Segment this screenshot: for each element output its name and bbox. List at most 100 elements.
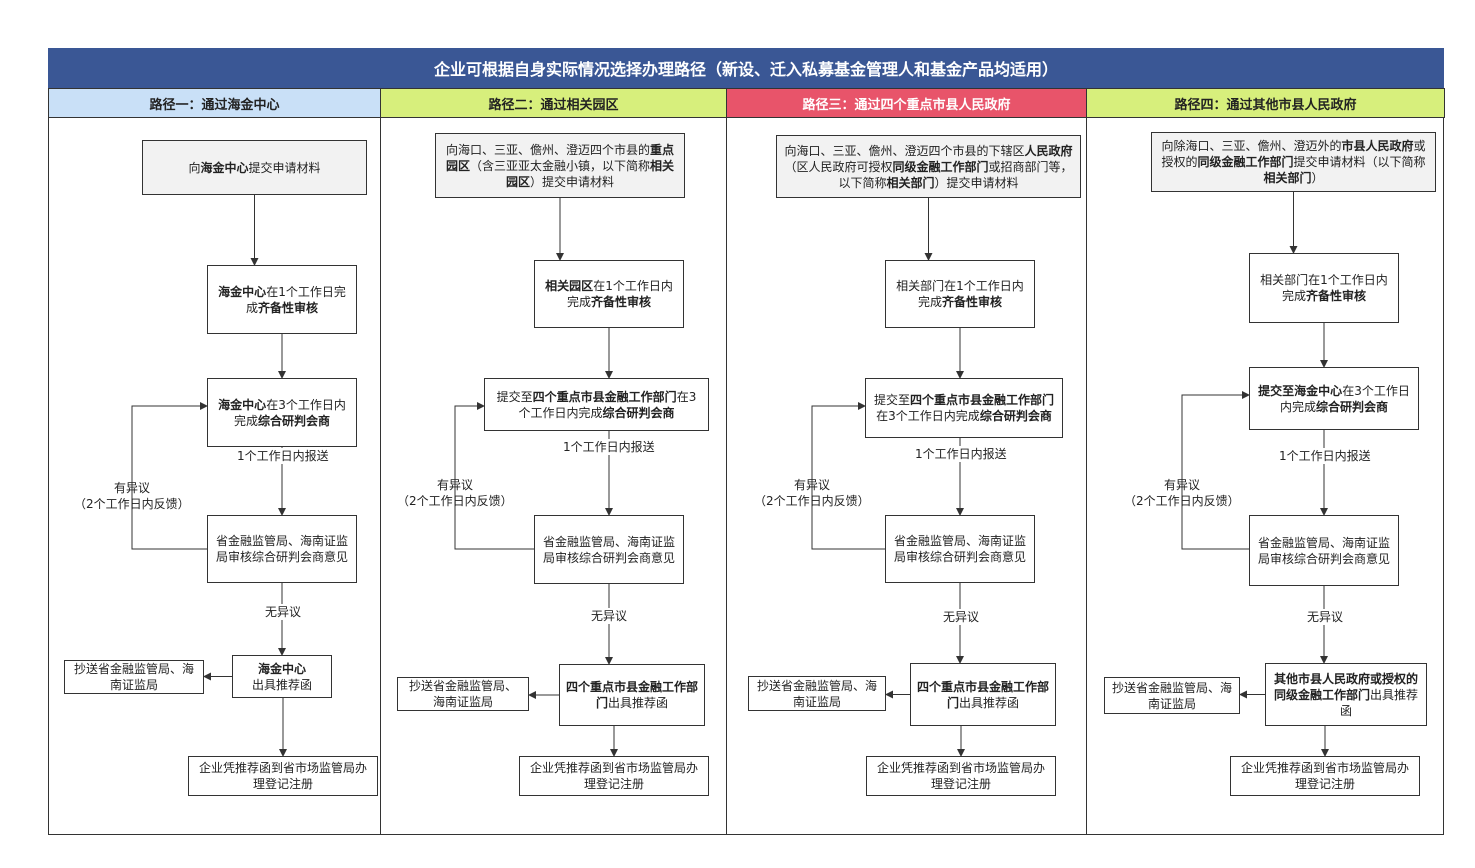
path-4-review-box-segment: 相关部门在1个工作日内完成 <box>1260 273 1388 303</box>
path-4-submit-box-segment: 相关部门 <box>1263 171 1312 185</box>
path-1-review-box-segment: 海金中心 <box>218 284 267 299</box>
path-3-no-objection-label: 无异议 <box>943 609 980 625</box>
path-4-no-objection-label: 无异议 <box>1307 609 1344 625</box>
path-2-submit-box-segment: 相关园区 <box>505 158 675 189</box>
path-4-meeting-box-segment: 综合研判会商 <box>1316 399 1389 414</box>
path-4-meeting-box-text: 提交至海金中心在3个工作日内完成综合研判会商 <box>1256 383 1412 415</box>
path-4-recommend-box: 其他市县人民政府或授权的同级金融工作部门出具推荐函 <box>1265 663 1427 726</box>
path-1-review-box-segment: 在1个工作日完成 <box>245 284 346 315</box>
path-1-review-box: 海金中心在1个工作日完成齐备性审核 <box>207 265 357 334</box>
path-3-submit-box-segment: 人民政府 <box>1024 143 1073 158</box>
path-2-approve-box: 省金融监管局、海南证监局审核综合研判会商意见 <box>534 515 684 584</box>
path-1-header: 路径一：通过海金中心 <box>48 88 381 118</box>
path-4-recommend-box-segment: 其他市县人民政府或授权的同级金融工作部门 <box>1273 671 1418 702</box>
path-3-review-box-segment: 相关部门在1个工作日内完成 <box>896 279 1024 309</box>
path-4-submit-box-segment: 市县人民政府 <box>1341 139 1414 153</box>
path-4-register-box: 企业凭推荐函到省市场监管局办理登记注册 <box>1230 756 1420 796</box>
path-3-recommend-box-segment: 出具推荐函 <box>959 695 1020 710</box>
path-4-meeting-box-segment: 提交至海金中心 <box>1258 383 1343 398</box>
path-1-meeting-box-segment: 综合研判会商 <box>258 413 331 428</box>
path-3-meeting-box-segment: 在3个工作日内完成 <box>876 409 980 423</box>
path-2-submit-box-segment: 重点园区 <box>445 142 675 173</box>
path-2-review-box: 相关园区在1个工作日内完成齐备性审核 <box>534 260 684 328</box>
path-1-objection-sub-label: （2个工作日内反馈） <box>74 497 190 511</box>
path-4-register-box-text: 企业凭推荐函到省市场监管局办理登记注册 <box>1240 761 1409 791</box>
path-1-review-box-segment: 齐备性审核 <box>258 300 319 315</box>
path-1-register-box-text: 企业凭推荐函到省市场监管局办理登记注册 <box>198 761 367 791</box>
path-1-submit-box-segment: 海金中心 <box>200 160 249 175</box>
path-1-report-label: 1个工作日内报送 <box>237 448 329 464</box>
path-1-recommend-box: 海金中心出具推荐函 <box>232 655 332 698</box>
path-3-recommend-box-segment: 四个重点市县金融工作部门 <box>917 679 1050 710</box>
path-1-approve-box: 省金融监管局、海南证监局审核综合研判会商意见 <box>207 515 357 583</box>
path-2-meeting-box-segment: 综合研判会商 <box>602 405 675 420</box>
path-1-meeting-box-segment: 在3个工作日内完成 <box>233 397 346 428</box>
connector-arrow <box>811 402 885 550</box>
path-2-objection-sub-label: （2个工作日内反馈） <box>397 494 513 508</box>
path-1-submit-box-text: 向海金中心提交申请材料 <box>188 160 320 176</box>
path-2-register-box: 企业凭推荐函到省市场监管局办理登记注册 <box>519 756 709 796</box>
path-1-recommend-box-text: 海金中心出具推荐函 <box>252 661 312 693</box>
path-2-approve-box-text: 省金融监管局、海南证监局审核综合研判会商意见 <box>542 534 675 565</box>
path-1-recommend-box-segment: 出具推荐函 <box>251 677 312 692</box>
path-3-submit-box-text: 向海口、三亚、儋州、澄迈四个市县的下辖区人民政府（区人民政府可授权同级金融工作部… <box>783 143 1074 191</box>
path-2-copy-box: 抄送省金融监管局、海南证监局 <box>397 677 529 711</box>
path-4-approve-box-text: 省金融监管局、海南证监局审核综合研判会商意见 <box>1257 535 1390 566</box>
path-4-submit-box-segment: 向除海口、三亚、儋州、澄迈外的 <box>1161 139 1342 153</box>
path-1-meeting-box: 海金中心在3个工作日内完成综合研判会商 <box>207 378 357 447</box>
path-4-header: 路径四：通过其他市县人民政府 <box>1086 88 1445 118</box>
path-3-recommend-box: 四个重点市县金融工作部门出具推荐函 <box>910 663 1056 726</box>
path-2-submit-box-text: 向海口、三亚、儋州、澄迈四个市县的重点园区（含三亚亚太金融小镇，以下简称相关园区… <box>442 142 678 190</box>
path-4-copy-box-text: 抄送省金融监管局、海南证监局 <box>1111 680 1232 711</box>
path-2-report-label: 1个工作日内报送 <box>563 439 655 455</box>
path-1-recommend-box-segment: 海金中心 <box>257 661 306 676</box>
path-3-review-box: 相关部门在1个工作日内完成齐备性审核 <box>885 260 1035 328</box>
path-2-no-objection-label: 无异议 <box>591 608 628 624</box>
path-2-review-box-segment: 在1个工作日内完成 <box>566 279 673 309</box>
path-4-recommend-box-segment: 出具推荐函 <box>1339 687 1419 718</box>
path-2-review-box-text: 相关园区在1个工作日内完成齐备性审核 <box>541 278 677 310</box>
path-2-submit-box-segment: 向海口、三亚、儋州、澄迈四个市县的 <box>445 142 650 157</box>
path-1-objection-label: 有异议 <box>114 481 151 495</box>
path-4-objection-sub-label: （2个工作日内反馈） <box>1124 494 1240 508</box>
path-2-submit-box-segment: ）提交申请材料 <box>530 174 615 189</box>
path-2-meeting-box-segment: 四个重点市县金融工作部门 <box>532 389 677 404</box>
path-1-copy-box-text: 抄送省金融监管局、海南证监局 <box>73 662 194 692</box>
path-4-review-box-segment: 齐备性审核 <box>1306 289 1367 303</box>
path-3-submit-box-segment: ）提交申请材料 <box>934 175 1019 190</box>
path-3-meeting-box-segment: 提交至 <box>873 393 910 407</box>
path-2-objection-label: 有异议 <box>437 478 474 492</box>
path-4-submit-box-text: 向除海口、三亚、儋州、澄迈外的市县人民政府或授权的同级金融工作部门提交申请材料（… <box>1158 138 1429 186</box>
path-2-copy-box-text: 抄送省金融监管局、海南证监局 <box>408 679 517 709</box>
path-3-report-label: 1个工作日内报送 <box>915 446 1007 462</box>
path-3-approve-box: 省金融监管局、海南证监局审核综合研判会商意见 <box>885 515 1035 583</box>
path-3-copy-box-text: 抄送省金融监管局、海南证监局 <box>756 678 877 709</box>
path-2-recommend-box-segment: 四个重点市县金融工作部门 <box>566 680 699 710</box>
connector-arrow <box>131 402 208 550</box>
path-2-recommend-box-text: 四个重点市县金融工作部门出具推荐函 <box>566 679 698 711</box>
path-4-copy-box: 抄送省金融监管局、海南证监局 <box>1104 677 1240 714</box>
path-4-report-label: 1个工作日内报送 <box>1279 448 1371 464</box>
path-4-review-box: 相关部门在1个工作日内完成齐备性审核 <box>1249 253 1399 323</box>
path-4-submit-box-segment: 或授权的 <box>1161 139 1426 169</box>
path-3-header: 路径三：通过四个重点市县人民政府 <box>726 88 1087 118</box>
path-4-submit-box-segment: 同级金融工作部门 <box>1197 155 1294 169</box>
path-4-submit-box-segment: 提交申请材料（以下简称 <box>1293 155 1426 169</box>
diagram-title: 企业可根据自身实际情况选择办理路径（新设、迁入私募基金管理人和基金产品均适用） <box>48 48 1444 88</box>
path-1-copy-box: 抄送省金融监管局、海南证监局 <box>64 660 204 694</box>
path-3-submit-box-segment: 或招商部门等，以下简称 <box>838 159 1073 190</box>
path-1-meeting-box-text: 海金中心在3个工作日内完成综合研判会商 <box>214 397 350 429</box>
path-2-review-box-segment: 相关园区 <box>545 279 594 293</box>
path-3-meeting-box-text: 提交至四个重点市县金融工作部门在3个工作日内完成综合研判会商 <box>872 392 1056 424</box>
path-2-submit-box-segment: （含三亚亚太金融小镇，以下简称 <box>469 158 650 173</box>
path-1-submit-box-segment: 提交申请材料 <box>248 160 321 175</box>
path-4-recommend-box-text: 其他市县人民政府或授权的同级金融工作部门出具推荐函 <box>1272 671 1420 719</box>
path-1-register-box: 企业凭推荐函到省市场监管局办理登记注册 <box>188 756 378 796</box>
path-3-submit-box: 向海口、三亚、儋州、澄迈四个市县的下辖区人民政府（区人民政府可授权同级金融工作部… <box>776 135 1081 198</box>
path-3-review-box-segment: 齐备性审核 <box>942 295 1003 309</box>
path-3-meeting-box-segment: 四个重点市县金融工作部门 <box>910 393 1055 407</box>
path-1-approve-box-text: 省金融监管局、海南证监局审核综合研判会商意见 <box>215 534 348 564</box>
path-2-submit-box: 向海口、三亚、儋州、澄迈四个市县的重点园区（含三亚亚太金融小镇，以下简称相关园区… <box>435 133 685 198</box>
path-2-recommend-box-segment: 出具推荐函 <box>608 696 669 710</box>
path-2-review-box-segment: 齐备性审核 <box>591 295 652 309</box>
